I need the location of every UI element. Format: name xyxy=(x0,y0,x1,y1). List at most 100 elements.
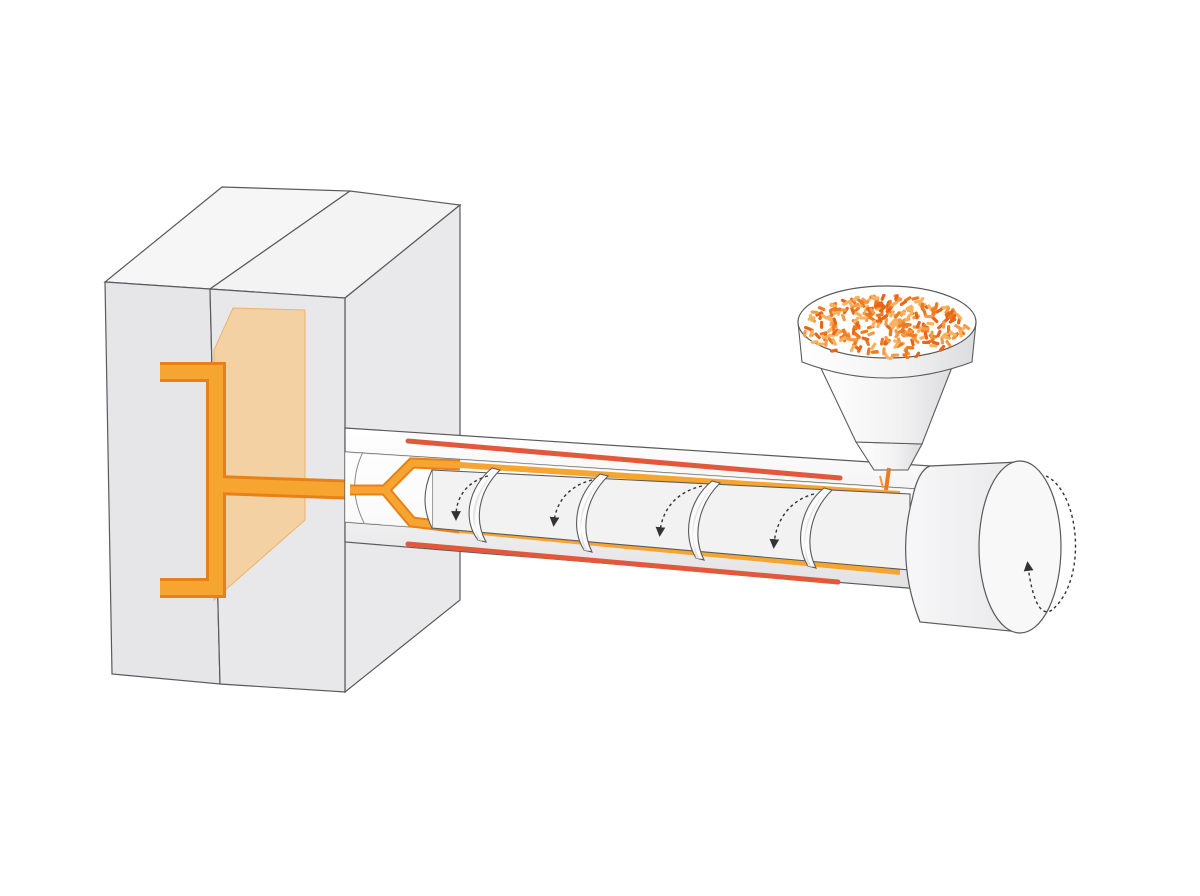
pellet xyxy=(909,307,914,316)
pellet xyxy=(879,337,885,346)
pellet xyxy=(923,331,929,340)
pellet xyxy=(894,311,901,319)
pellet xyxy=(941,334,950,340)
pellet xyxy=(869,307,876,315)
pellet xyxy=(924,314,933,319)
pellet xyxy=(902,353,910,360)
screw-rotation-arrows xyxy=(451,475,815,549)
pellet xyxy=(859,300,866,308)
pellet xyxy=(833,307,842,312)
pellet xyxy=(914,351,921,359)
pellet xyxy=(849,344,856,353)
pellet xyxy=(904,347,909,356)
pellet xyxy=(905,304,913,311)
pellet xyxy=(929,343,938,348)
pellet xyxy=(897,322,906,328)
pellet xyxy=(935,308,943,314)
pellet xyxy=(895,342,904,349)
pellet xyxy=(889,310,895,318)
pellet xyxy=(827,337,835,345)
pellet xyxy=(885,306,893,314)
pellet xyxy=(914,299,923,304)
pellet xyxy=(899,300,908,306)
pellet xyxy=(922,340,931,345)
pellet xyxy=(867,331,876,337)
pellet xyxy=(888,328,893,337)
pellet xyxy=(814,332,821,340)
pellet xyxy=(875,312,884,318)
pellet xyxy=(931,316,939,324)
pellet xyxy=(853,332,861,339)
pellet xyxy=(945,340,952,348)
pellet xyxy=(905,313,912,322)
pellet xyxy=(948,330,956,337)
pellet xyxy=(870,294,879,301)
pellet xyxy=(944,306,951,314)
pellet xyxy=(894,294,899,301)
pellet xyxy=(849,338,858,342)
pellet xyxy=(850,306,856,315)
pellet xyxy=(802,329,807,338)
pellet xyxy=(821,335,830,340)
pellet xyxy=(831,338,837,346)
pellet xyxy=(882,347,886,356)
pellet xyxy=(906,345,915,350)
pellet xyxy=(842,328,847,337)
pellet xyxy=(880,314,889,321)
pellet xyxy=(854,311,862,317)
pellet xyxy=(878,305,886,313)
pellet xyxy=(921,327,930,331)
pellet xyxy=(944,310,953,317)
pellet xyxy=(958,329,963,338)
pellet xyxy=(851,302,860,309)
pellet xyxy=(908,333,917,338)
pellet xyxy=(904,329,913,335)
pellet xyxy=(828,309,834,318)
mold-runner xyxy=(160,362,361,598)
pellet xyxy=(857,345,863,353)
pellet xyxy=(861,336,870,342)
pellet xyxy=(841,313,846,322)
pellet xyxy=(817,305,826,312)
pellet xyxy=(941,320,946,329)
pellet xyxy=(930,330,934,339)
pellet xyxy=(820,313,829,320)
pellet xyxy=(871,319,877,328)
pellet xyxy=(891,353,900,357)
pellet xyxy=(936,329,942,338)
pellet xyxy=(934,302,939,311)
pellet xyxy=(860,329,869,335)
pellet xyxy=(951,314,957,322)
pellet xyxy=(938,344,946,352)
heater-bands xyxy=(405,438,843,585)
pellet xyxy=(810,310,819,315)
pellet xyxy=(835,328,841,337)
pellet xyxy=(915,320,921,329)
pellet xyxy=(815,311,823,317)
pellet xyxy=(832,317,838,326)
pellet xyxy=(810,340,819,345)
pellet xyxy=(870,350,879,354)
pellet xyxy=(832,328,839,336)
pellet xyxy=(894,329,900,337)
pellet xyxy=(920,302,925,311)
pellet xyxy=(865,312,874,317)
pellet xyxy=(903,322,912,327)
pellet xyxy=(824,338,828,347)
pellet xyxy=(955,313,963,320)
pellet xyxy=(888,319,896,327)
pellet xyxy=(877,301,884,309)
pellet xyxy=(880,294,886,301)
pellet xyxy=(852,316,860,324)
pellets xyxy=(802,294,971,360)
pellet xyxy=(874,301,881,309)
pellet xyxy=(893,341,900,349)
pellet xyxy=(954,324,962,330)
pellet xyxy=(832,324,836,333)
pellet xyxy=(866,347,871,356)
pellet xyxy=(807,316,816,321)
pellet xyxy=(963,323,971,331)
pellet xyxy=(839,336,847,343)
pellet xyxy=(808,329,815,338)
